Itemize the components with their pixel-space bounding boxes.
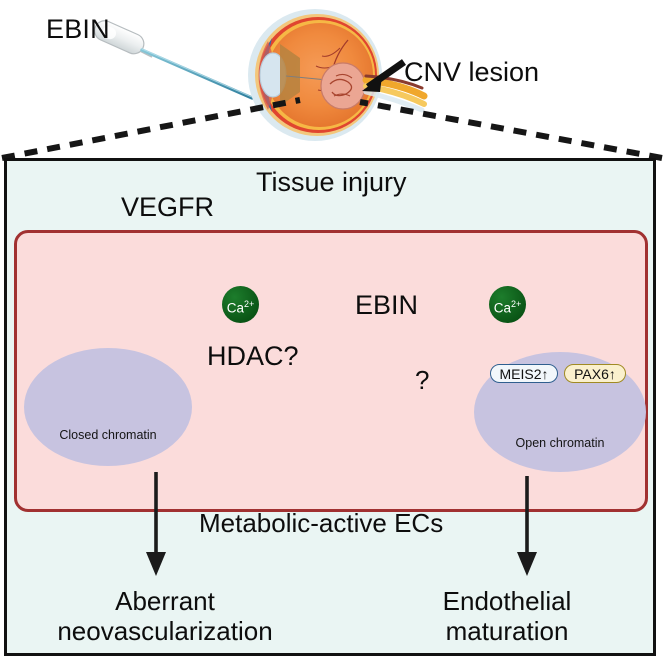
nucleus-open-chromatin: MEIS2↑ PAX6↑ Open chromatin: [474, 352, 646, 472]
endothelial-maturation-label: Endothelial maturation: [382, 586, 632, 647]
calcium-symbol: Ca: [493, 300, 511, 316]
outcome-left-line1: Aberrant: [115, 586, 215, 616]
outcome-arrow-left: [146, 472, 166, 576]
calcium-charge: 2+: [511, 299, 522, 309]
unknown-mechanism-label: ?: [415, 365, 430, 395]
metabolic-active-ecs-label: Metabolic-active ECs: [199, 508, 444, 538]
outcome-right-line2: maturation: [445, 615, 569, 646]
outcome-arrow-right: [517, 476, 537, 576]
gene-badge-pax6: PAX6↑: [564, 364, 626, 383]
vegfr-label: VEGFR: [121, 192, 215, 222]
calcium-charge: 2+: [244, 299, 255, 309]
outcome-right-line1: Endothelial: [442, 586, 572, 616]
aberrant-neovascularization-label: Aberrant neovascularization: [30, 586, 300, 647]
nucleus-closed-chromatin: Closed chromatin: [24, 348, 192, 466]
cnv-lesion-label: CNV lesion: [404, 57, 540, 87]
ebin-injection-label: EBIN: [46, 14, 110, 44]
calcium-symbol: Ca: [226, 300, 244, 316]
open-chromatin-caption: Open chromatin: [515, 436, 605, 450]
closed-chromatin-caption: Closed chromatin: [59, 428, 157, 442]
ebin-label: EBIN: [355, 290, 419, 320]
hdac-label: HDAC?: [207, 341, 299, 371]
calcium-badge-right: Ca2+: [489, 286, 526, 323]
tissue-injury-label: Tissue injury: [256, 167, 407, 197]
outcome-left-line2: neovascularization: [57, 615, 273, 646]
gene-badge-meis2: MEIS2↑: [490, 364, 558, 383]
calcium-badge-left: Ca2+: [222, 286, 259, 323]
